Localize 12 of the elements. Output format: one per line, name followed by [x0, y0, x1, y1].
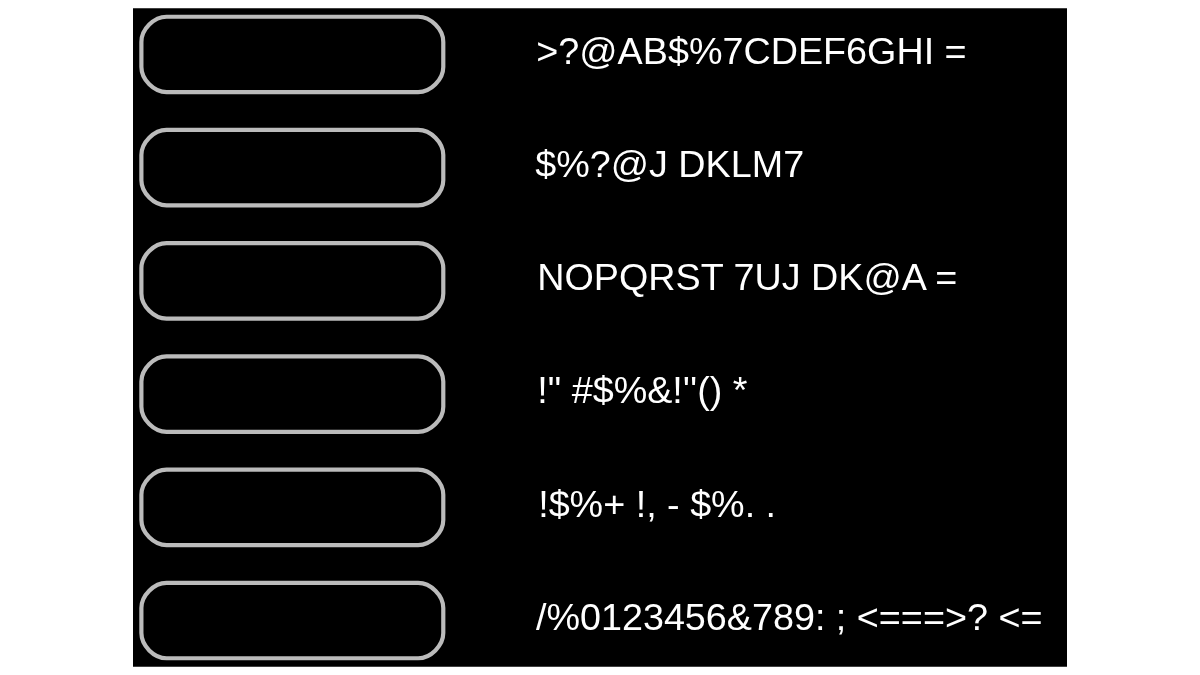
node-box — [139, 580, 446, 661]
label: >?@AB$%7CDEF6GHI = — [536, 29, 967, 72]
node-box — [139, 241, 446, 321]
label: !" #$%&!''() * — [537, 369, 748, 412]
node-box — [139, 467, 446, 548]
label: $%?@J DKLM7 — [535, 142, 805, 185]
node-box — [139, 14, 446, 95]
label: !$%+ !, - $%. . — [538, 482, 777, 525]
node-box — [139, 127, 446, 208]
node-box — [139, 354, 446, 434]
label: /%0123456&789: ; <===>? <= — [535, 595, 1043, 638]
label: NOPQRST 7UJ DK@A = — [537, 256, 958, 299]
